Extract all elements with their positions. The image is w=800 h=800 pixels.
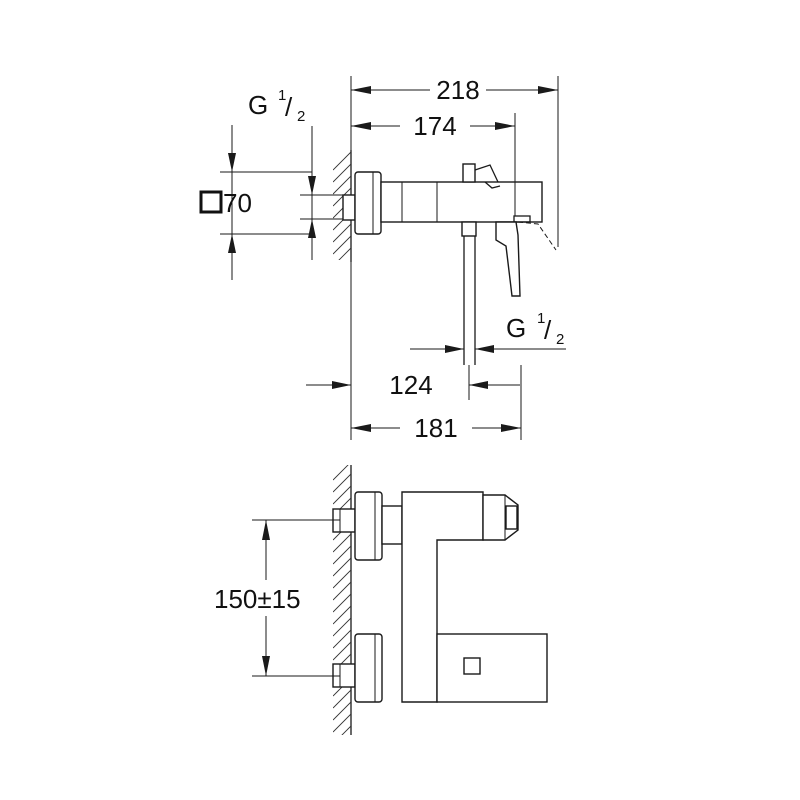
top-view: 218 174 G 1 / 2	[199, 75, 566, 443]
lever-knob-top	[462, 163, 476, 183]
thread-callout-top: G 1 / 2	[248, 87, 343, 260]
thread-letter-bottom: G	[506, 313, 526, 343]
thread-den-bottom: 2	[556, 331, 564, 348]
square-size-70: 70	[199, 125, 312, 280]
outlet-stem	[461, 221, 477, 237]
dim-tolerance-15: ±15	[257, 584, 300, 614]
thread-num-bottom: 1	[537, 310, 545, 327]
lever-cap	[505, 505, 518, 530]
dim-label-174: 174	[413, 111, 456, 141]
thread-callout-bottom: G 1 / 2	[410, 310, 566, 353]
svg-text:/: /	[285, 92, 293, 122]
front-view: 150±15	[214, 465, 548, 735]
dimension-150-15: 150±15	[214, 519, 340, 677]
thread-letter-top: G	[248, 90, 268, 120]
svg-text:/: /	[544, 315, 552, 345]
dim-label-181: 181	[414, 413, 457, 443]
dim-label-70: 70	[223, 188, 252, 218]
escutcheon-upper	[354, 491, 383, 561]
spout-front	[436, 633, 548, 703]
connector-block-upper	[381, 505, 403, 545]
dim-label-150: 150	[214, 584, 257, 614]
spout-aerator	[463, 657, 481, 675]
dimension-124: 124	[306, 262, 520, 440]
square-symbol-icon	[199, 190, 223, 214]
inlet-connector-top	[342, 194, 356, 221]
thread-den-top: 2	[297, 108, 305, 125]
mixer-body-front	[401, 491, 484, 703]
escutcheon-lower	[354, 633, 383, 703]
dimension-174: 174	[351, 111, 516, 216]
svg-text:150±15: 150±15	[214, 584, 301, 614]
dim-label-218: 218	[436, 75, 479, 105]
lever-swing-path	[517, 221, 557, 251]
lever-handle-top	[495, 221, 521, 297]
thread-num-top: 1	[278, 87, 286, 104]
escutcheon-top	[354, 171, 382, 235]
dimension-218: 218	[350, 75, 559, 247]
dim-label-124: 124	[389, 370, 432, 400]
dimension-181: 181	[351, 365, 522, 443]
wall-hatching-bottom	[333, 465, 352, 735]
